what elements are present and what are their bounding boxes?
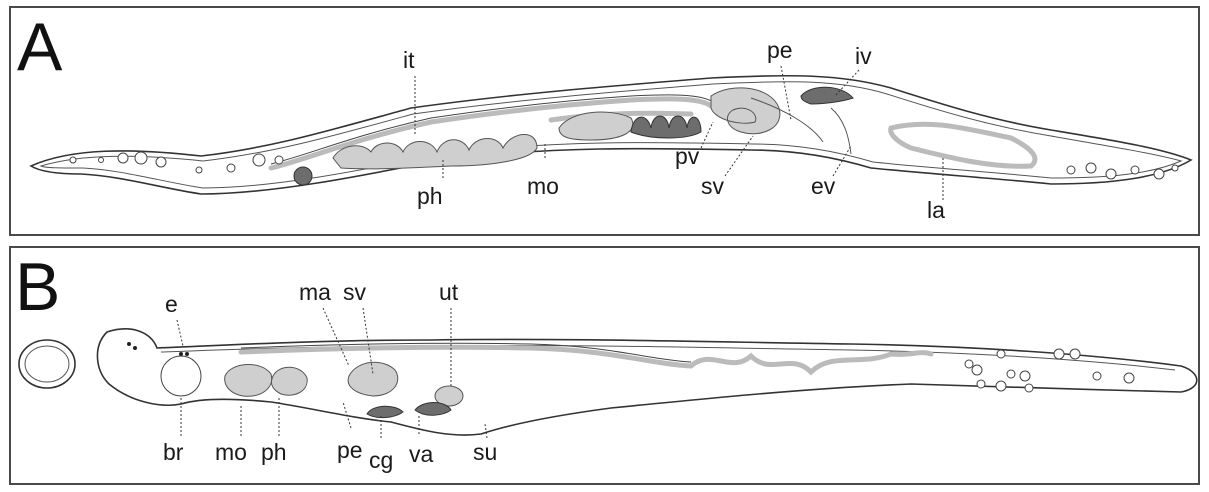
label-sv: sv [701, 173, 725, 199]
label-sv-b: sv [343, 279, 367, 305]
label-ev: ev [811, 173, 836, 199]
label-pv: pv [675, 143, 700, 169]
label-it: it [403, 47, 415, 73]
label-cg: cg [369, 447, 393, 473]
leader-e [177, 320, 183, 346]
panel-b-drawing: B [11, 248, 1202, 487]
label-br: br [163, 439, 184, 465]
label-mo-b: mo [215, 439, 247, 465]
label-su: su [473, 439, 497, 465]
panel-b: B [9, 246, 1200, 485]
label-pe-b: pe [337, 437, 363, 463]
label-ph-b: ph [261, 439, 287, 465]
panel-a: A [9, 6, 1200, 236]
eye-dot-4 [185, 352, 189, 356]
pharynx-b [225, 364, 272, 396]
panel-b-letter: B [15, 249, 60, 325]
label-ut: ut [439, 279, 459, 305]
panel-a-drawing: A [11, 8, 1202, 238]
eye-dot-1 [127, 342, 131, 346]
seminal-vesicle-b [348, 362, 398, 396]
label-e: e [165, 291, 178, 317]
label-ph: ph [417, 183, 443, 209]
label-va: va [409, 441, 434, 467]
label-la: la [927, 197, 945, 223]
pharynx-b-2 [271, 367, 307, 395]
brain [161, 356, 201, 396]
seminal-folds [631, 116, 701, 138]
small-organ [294, 167, 312, 185]
label-mo: mo [527, 173, 559, 199]
eye-dot-2 [133, 346, 137, 350]
label-ma: ma [299, 279, 331, 305]
label-iv: iv [855, 43, 872, 69]
panel-a-letter: A [17, 9, 63, 85]
eye-dot-3 [179, 352, 183, 356]
label-pe: pe [767, 37, 793, 63]
anterior-ring [19, 340, 75, 388]
